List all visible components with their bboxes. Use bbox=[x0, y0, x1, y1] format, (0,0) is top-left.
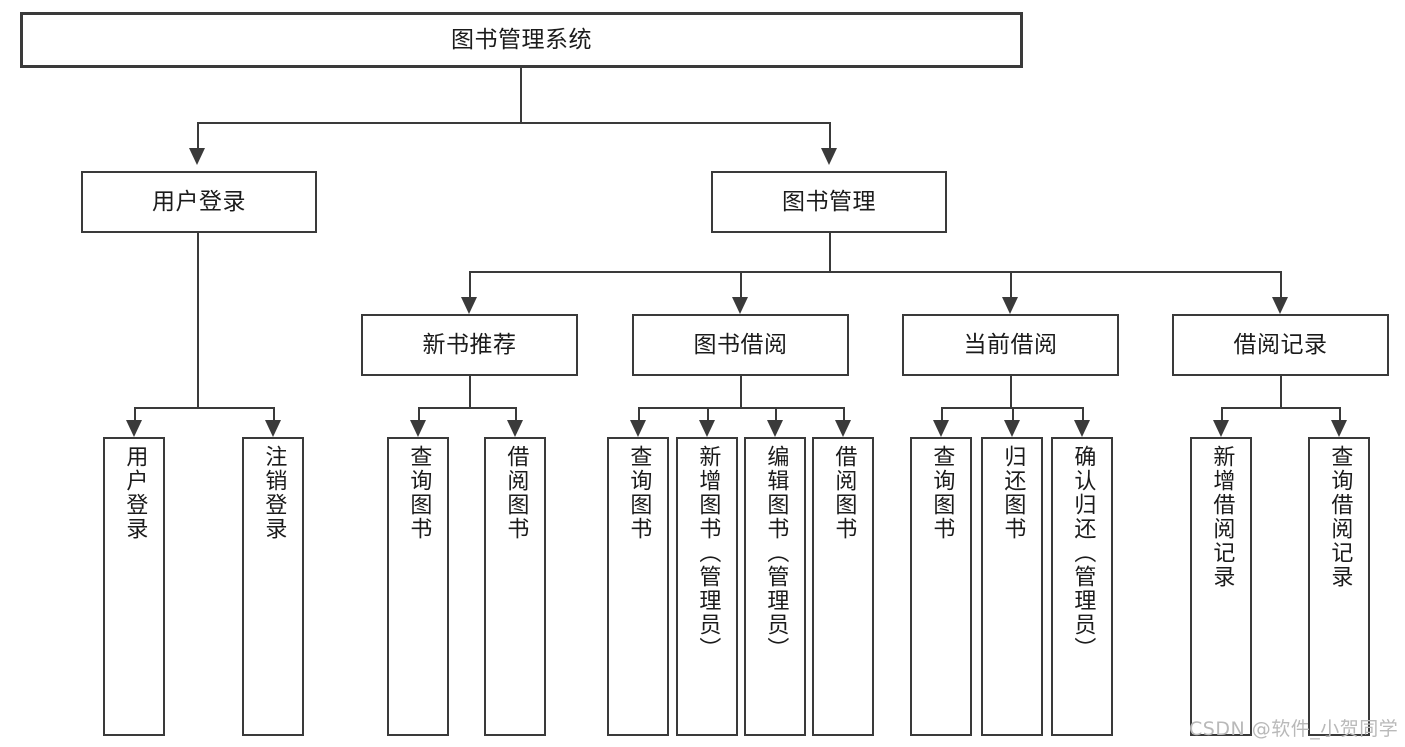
arrow-to-leaf-query-book-3 bbox=[933, 420, 949, 437]
connector-level3-drop-2 bbox=[1010, 271, 1012, 297]
connector-book-management-stem bbox=[829, 233, 831, 271]
arrow-to-leaf-logout bbox=[265, 420, 281, 437]
leaf-label: 新增图书（管理员） bbox=[695, 445, 721, 661]
csdn-watermark: CSDN @软件_小贺同学 bbox=[1189, 718, 1399, 740]
leaf-label: 查询图书 bbox=[406, 445, 432, 541]
connector-current-drop-2 bbox=[1082, 407, 1084, 420]
connector-borrow-drop-3 bbox=[843, 407, 845, 420]
connector-recommend-drop-1 bbox=[515, 407, 517, 420]
node-label: 用户登录 bbox=[152, 188, 246, 215]
arrow-to-leaf-add-book bbox=[699, 420, 715, 437]
connector-borrow-drop-2 bbox=[775, 407, 777, 420]
connector-borrow-drop-0 bbox=[638, 407, 640, 420]
connector-level2-bus bbox=[197, 122, 829, 124]
leaf-label: 用户登录 bbox=[122, 445, 148, 541]
node-book-borrow[interactable]: 图书借阅 bbox=[632, 314, 849, 376]
connector-borrow-drop-1 bbox=[707, 407, 709, 420]
connector-user-login-drop-0 bbox=[134, 407, 136, 420]
node-label: 图书借阅 bbox=[693, 331, 788, 358]
leaf-label: 借阅图书 bbox=[503, 445, 529, 541]
connector-borrow-stem bbox=[740, 376, 742, 407]
connector-record-drop-1 bbox=[1339, 407, 1341, 420]
node-label: 当前借阅 bbox=[963, 331, 1058, 358]
connector-current-drop-1 bbox=[1012, 407, 1014, 420]
connector-level2-drop-right bbox=[829, 122, 831, 148]
connector-current-drop-0 bbox=[941, 407, 943, 420]
leaf-add-book-admin[interactable]: 新增图书（管理员） bbox=[676, 437, 738, 736]
node-current-borrow[interactable]: 当前借阅 bbox=[902, 314, 1119, 376]
leaf-label: 查询借阅记录 bbox=[1327, 445, 1353, 589]
connector-root-stem bbox=[520, 68, 522, 122]
node-user-login[interactable]: 用户登录 bbox=[81, 171, 317, 233]
arrow-to-leaf-query-book-2 bbox=[630, 420, 646, 437]
arrow-to-leaf-user-login bbox=[126, 420, 142, 437]
leaf-label: 新增借阅记录 bbox=[1209, 445, 1235, 589]
connector-recommend-bus bbox=[418, 407, 515, 409]
arrow-to-leaf-borrow-book-1 bbox=[507, 420, 523, 437]
arrow-to-leaf-confirm-return bbox=[1074, 420, 1090, 437]
connector-user-login-drop-1 bbox=[273, 407, 275, 420]
connector-current-bus bbox=[941, 407, 1082, 409]
arrow-to-leaf-edit-book bbox=[767, 420, 783, 437]
leaf-edit-book-admin[interactable]: 编辑图书（管理员） bbox=[744, 437, 806, 736]
node-new-book-recommend[interactable]: 新书推荐 bbox=[361, 314, 578, 376]
connector-level3-drop-3 bbox=[1280, 271, 1282, 297]
connector-level3-drop-1 bbox=[740, 271, 742, 297]
connector-record-drop-0 bbox=[1221, 407, 1223, 420]
node-label: 图书管理系统 bbox=[451, 26, 592, 53]
node-borrow-record[interactable]: 借阅记录 bbox=[1172, 314, 1389, 376]
leaf-label: 确认归还（管理员） bbox=[1070, 445, 1096, 661]
connector-level3-drop-0 bbox=[469, 271, 471, 297]
leaf-confirm-return-admin[interactable]: 确认归还（管理员） bbox=[1051, 437, 1113, 736]
leaf-label: 查询图书 bbox=[626, 445, 652, 541]
connector-recommend-stem bbox=[469, 376, 471, 407]
leaf-borrow-book[interactable]: 借阅图书 bbox=[812, 437, 874, 736]
connector-current-stem bbox=[1010, 376, 1012, 407]
connector-record-stem bbox=[1280, 376, 1282, 407]
arrow-to-current-borrow bbox=[1002, 297, 1018, 314]
arrow-to-new-book-recommend bbox=[461, 297, 477, 314]
leaf-return-book[interactable]: 归还图书 bbox=[981, 437, 1043, 736]
leaf-label: 注销登录 bbox=[261, 445, 287, 541]
connector-recommend-drop-0 bbox=[418, 407, 420, 420]
leaf-query-borrow-record[interactable]: 查询借阅记录 bbox=[1308, 437, 1370, 736]
connector-level3-bus bbox=[469, 271, 1280, 273]
connector-level2-drop-left bbox=[197, 122, 199, 148]
arrow-to-leaf-query-record bbox=[1331, 420, 1347, 437]
leaf-label: 归还图书 bbox=[1000, 445, 1026, 541]
node-label: 新书推荐 bbox=[422, 331, 517, 358]
connector-record-bus bbox=[1221, 407, 1339, 409]
arrow-to-book-management bbox=[821, 148, 837, 165]
arrow-to-book-borrow bbox=[732, 297, 748, 314]
leaf-label: 查询图书 bbox=[929, 445, 955, 541]
leaf-label: 借阅图书 bbox=[831, 445, 857, 541]
arrow-to-leaf-query-book-1 bbox=[410, 420, 426, 437]
leaf-user-login[interactable]: 用户登录 bbox=[103, 437, 165, 736]
node-label: 图书管理 bbox=[782, 188, 876, 215]
node-root-system[interactable]: 图书管理系统 bbox=[20, 12, 1023, 68]
arrow-to-leaf-borrow-book-2 bbox=[835, 420, 851, 437]
arrow-to-user-login bbox=[189, 148, 205, 165]
leaf-logout[interactable]: 注销登录 bbox=[242, 437, 304, 736]
leaf-query-book-current[interactable]: 查询图书 bbox=[910, 437, 972, 736]
node-label: 借阅记录 bbox=[1233, 331, 1328, 358]
leaf-label: 编辑图书（管理员） bbox=[763, 445, 789, 661]
connector-user-login-bus bbox=[134, 407, 273, 409]
leaf-query-book-recommend[interactable]: 查询图书 bbox=[387, 437, 449, 736]
leaf-query-book-borrow[interactable]: 查询图书 bbox=[607, 437, 669, 736]
arrow-to-borrow-record bbox=[1272, 297, 1288, 314]
arrow-to-leaf-add-record bbox=[1213, 420, 1229, 437]
leaf-add-borrow-record[interactable]: 新增借阅记录 bbox=[1190, 437, 1252, 736]
connector-user-login-stem bbox=[197, 233, 199, 407]
arrow-to-leaf-return-book bbox=[1004, 420, 1020, 437]
connector-borrow-bus bbox=[638, 407, 843, 409]
node-book-management[interactable]: 图书管理 bbox=[711, 171, 947, 233]
leaf-borrow-book-recommend[interactable]: 借阅图书 bbox=[484, 437, 546, 736]
